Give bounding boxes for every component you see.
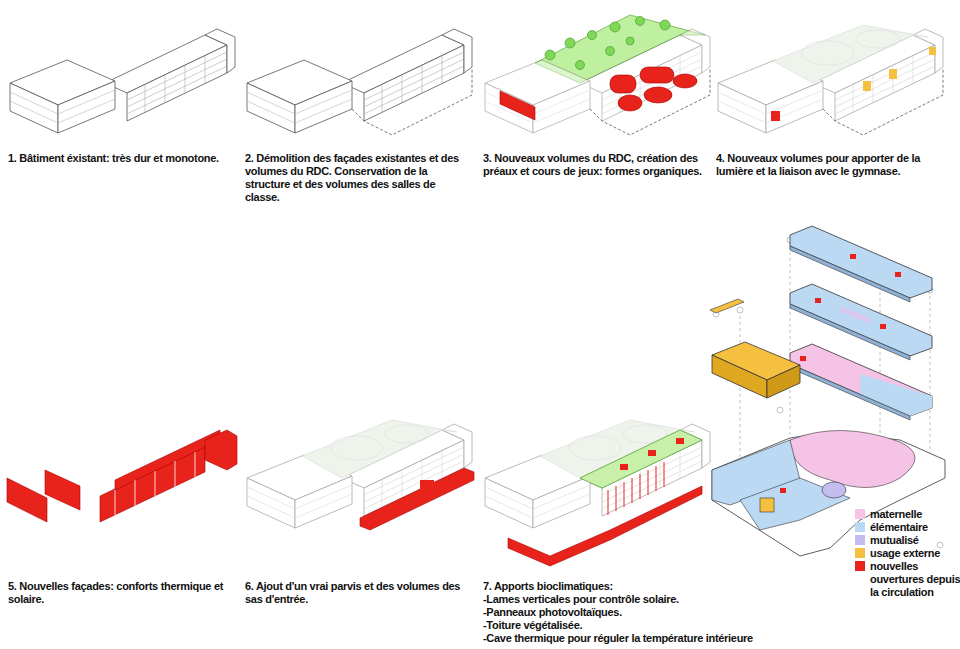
caption-box: 3. Nouveaux volumes du RDC, création des…	[483, 152, 705, 178]
caption-box: 7. Apports bioclimatiques:	[483, 580, 803, 593]
step-caption: -Lames verticales pour contrôle solaire.	[483, 593, 803, 606]
step-caption: 1. Bâtiment éxistant: très dur et monoto…	[8, 152, 234, 165]
caption-box: -Toiture végétalisée.	[483, 619, 803, 632]
step-caption: 4. Nouveaux volumes pour apporter de la …	[716, 152, 942, 178]
legend-row: nouvelles ouvertures depuis la circulati…	[855, 560, 960, 599]
legend-row: mutualisé	[855, 534, 960, 547]
legend-swatch	[855, 509, 865, 519]
step-caption: 2. Démolition des façades existantes et …	[245, 152, 471, 204]
legend-text: usage externe	[870, 547, 960, 560]
caption-box: 6. Ajout d'un vrai parvis et des volumes…	[245, 580, 471, 606]
legend-row: maternelle	[855, 508, 960, 521]
legend-swatch	[855, 535, 865, 545]
caption-box: 5. Nouvelles façades: conforts thermique…	[8, 580, 234, 606]
legend-text: mutualisé	[870, 534, 960, 547]
legend-swatch	[855, 561, 865, 571]
legend-swatch	[855, 548, 865, 558]
caption-box: -Cave thermique pour réguler la températ…	[483, 632, 803, 645]
caption-box: -Panneaux photovoltaïques.	[483, 606, 803, 619]
step-caption: -Panneaux photovoltaïques.	[483, 606, 803, 619]
legend-row: usage externe	[855, 547, 960, 560]
legend-text: maternelle	[870, 508, 960, 521]
legend-swatch	[855, 522, 865, 532]
legend-text: nouvelles ouvertures depuis la circulati…	[870, 560, 960, 599]
step-caption: 7. Apports bioclimatiques:	[483, 580, 803, 593]
caption-box: 4. Nouveaux volumes pour apporter de la …	[716, 152, 942, 178]
legend-text: élémentaire	[870, 521, 960, 534]
step-caption: -Cave thermique pour réguler la températ…	[483, 632, 803, 645]
step-caption: 6. Ajout d'un vrai parvis et des volumes…	[245, 580, 471, 606]
step-caption: -Toiture végétalisée.	[483, 619, 803, 632]
legend-row: élémentaire	[855, 521, 960, 534]
caption-box: 2. Démolition des façades existantes et …	[245, 152, 471, 204]
caption-box: 1. Bâtiment éxistant: très dur et monoto…	[8, 152, 234, 165]
step-caption: 5. Nouvelles façades: conforts thermique…	[8, 580, 234, 606]
caption-box: -Lames verticales pour contrôle solaire.	[483, 593, 803, 606]
step-caption: 3. Nouveaux volumes du RDC, création des…	[483, 152, 705, 178]
